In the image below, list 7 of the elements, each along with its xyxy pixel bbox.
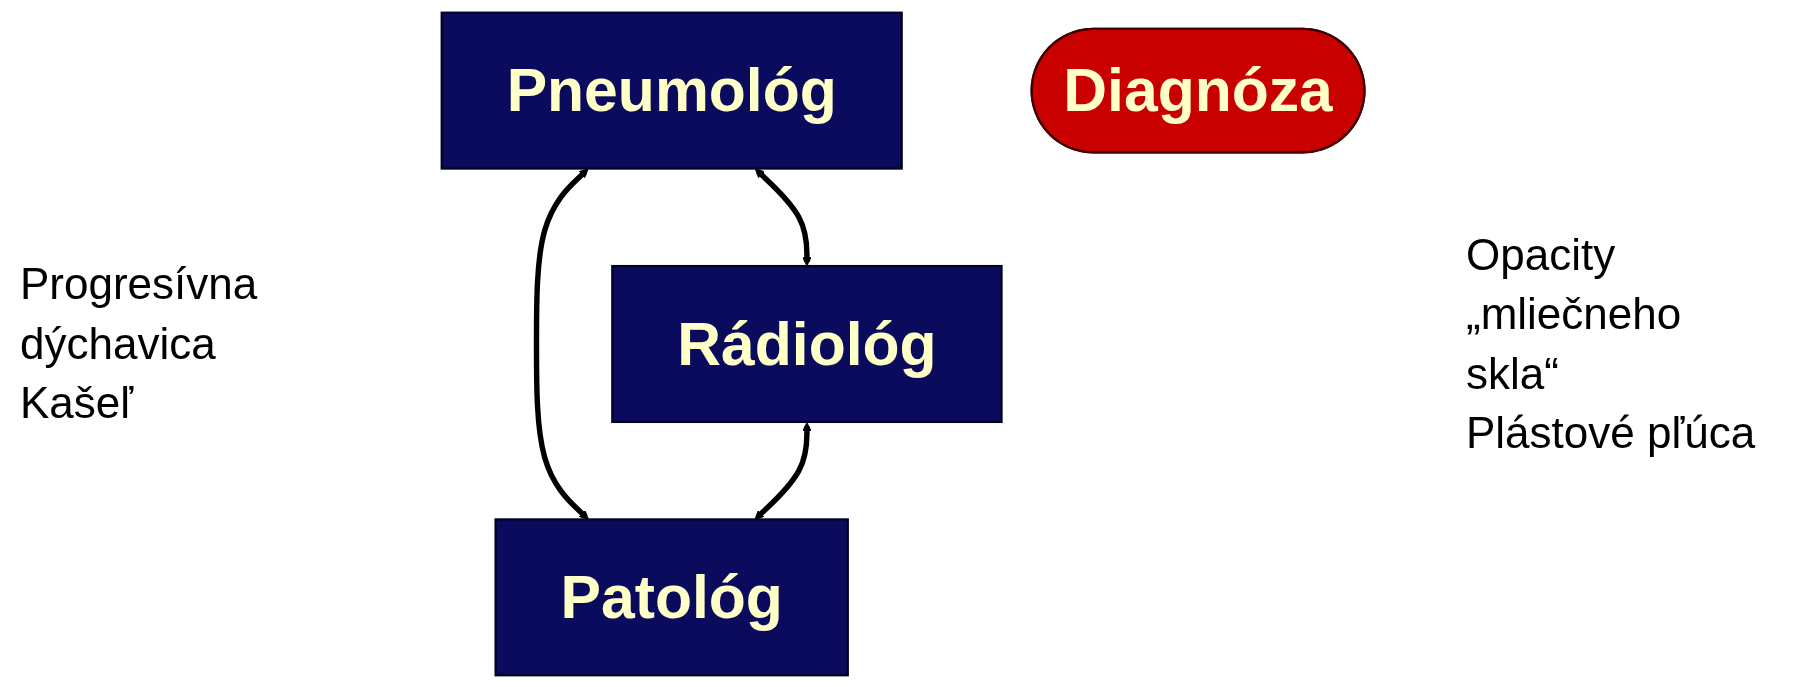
symptom-text: Kašeľ [20,377,135,430]
symptom-text: Plástové pľúca [1466,406,1757,459]
symptom-text: Opacity „mliečneho skla“ [1466,228,1683,400]
node-box: Rádiológ [611,264,1003,423]
node-box: Pneumológ [440,11,903,170]
node-box: Patológ [494,517,849,676]
symptom-text: Progresívna dýchavica [20,258,259,370]
